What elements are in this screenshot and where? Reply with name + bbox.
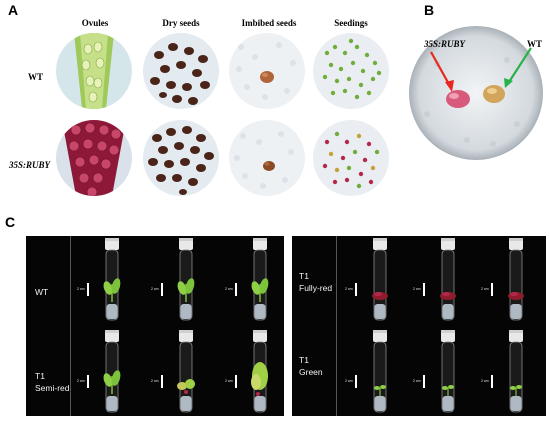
wt-imbibed-seed-image bbox=[229, 33, 305, 109]
scale-bar-11 bbox=[423, 375, 425, 388]
scale-bar-1 bbox=[87, 283, 89, 296]
culture-tube-5 bbox=[177, 330, 195, 413]
row-label-35s-ruby: 35S:RUBY bbox=[9, 160, 51, 170]
column-header-imbibed-seeds: Imbibed seeds bbox=[241, 18, 297, 28]
scale-bar-8 bbox=[423, 283, 425, 296]
ruby-seedlings-plate-image bbox=[313, 120, 389, 196]
scale-label-12: 2 cm bbox=[481, 379, 489, 383]
row-label-wt: WT bbox=[28, 72, 44, 82]
culture-tube-10 bbox=[373, 330, 387, 413]
scale-label-10: 2 cm bbox=[345, 379, 353, 383]
ruby-ovules-image bbox=[56, 120, 132, 196]
panel-b-petri-image bbox=[409, 26, 543, 160]
ruby-arrow-icon bbox=[430, 51, 451, 87]
culture-tube-8 bbox=[440, 238, 456, 321]
culture-tube-11 bbox=[441, 330, 455, 413]
scale-label-4: 2 cm bbox=[77, 379, 85, 383]
scale-bar-12 bbox=[491, 375, 493, 388]
scale-bar-7 bbox=[355, 283, 357, 296]
scale-bar-9 bbox=[491, 283, 493, 296]
scale-label-7: 2 cm bbox=[345, 287, 353, 291]
scale-label-9: 2 cm bbox=[481, 287, 489, 291]
wt-arrow-icon bbox=[508, 47, 532, 83]
left-box-divider bbox=[70, 236, 71, 416]
scale-bar-5 bbox=[161, 375, 163, 388]
right-row2-label-line1: T1 bbox=[299, 355, 309, 365]
panel-c-right-box: T1 Fully-red T1 Green bbox=[292, 236, 546, 416]
column-header-dry-seeds: Dry seeds bbox=[162, 18, 200, 28]
right-row1-label-line1: T1 bbox=[299, 271, 309, 281]
panel-a-letter: A bbox=[8, 2, 19, 18]
scale-bar-2 bbox=[161, 283, 163, 296]
scale-bar-10 bbox=[355, 375, 357, 388]
wt-ovules-image bbox=[56, 33, 132, 109]
culture-tube-4 bbox=[103, 330, 121, 413]
culture-tube-9 bbox=[508, 238, 524, 321]
scale-label-3: 2 cm bbox=[225, 287, 233, 291]
scale-label-1: 2 cm bbox=[77, 287, 85, 291]
scale-bar-6 bbox=[235, 375, 237, 388]
scale-label-6: 2 cm bbox=[225, 379, 233, 383]
right-row2-label-line2: Green bbox=[299, 367, 323, 377]
panel-b-letter: B bbox=[424, 2, 435, 18]
scale-bar-3 bbox=[235, 283, 237, 296]
ruby-imbibed-seed-image bbox=[229, 120, 305, 196]
culture-tube-3 bbox=[251, 238, 269, 321]
panel-b-ruby-label: 35S:RUBY bbox=[424, 39, 466, 49]
column-header-ovules: Ovules bbox=[81, 18, 109, 28]
culture-tube-1 bbox=[103, 238, 121, 321]
scale-label-5: 2 cm bbox=[151, 379, 159, 383]
right-box-divider bbox=[336, 236, 337, 416]
left-row2-label-line1: T1 bbox=[35, 371, 45, 381]
ruby-dry-seeds-image bbox=[143, 120, 219, 196]
scale-label-2: 2 cm bbox=[151, 287, 159, 291]
right-row1-label-line2: Fully-red bbox=[299, 283, 333, 293]
left-row1-label: WT bbox=[35, 287, 49, 297]
culture-tube-6 bbox=[251, 330, 268, 413]
scale-label-8: 2 cm bbox=[413, 287, 421, 291]
scale-bar-4 bbox=[87, 375, 89, 388]
left-row2-label-line2: Semi-red bbox=[35, 383, 70, 393]
panel-c-left-box: WT T1 Semi-red bbox=[26, 236, 284, 416]
column-header-seedings: Seedings bbox=[334, 18, 368, 28]
culture-tube-12 bbox=[509, 330, 523, 413]
panel-b-wt-label: WT bbox=[527, 39, 543, 49]
panel-c-letter: C bbox=[5, 214, 16, 230]
panel-b-arrows bbox=[430, 47, 532, 92]
wt-seedlings-plate-image bbox=[313, 33, 389, 109]
culture-tube-2 bbox=[177, 238, 195, 321]
wt-dry-seeds-image bbox=[143, 33, 219, 109]
scale-label-11: 2 cm bbox=[413, 379, 421, 383]
culture-tube-7 bbox=[372, 238, 388, 321]
